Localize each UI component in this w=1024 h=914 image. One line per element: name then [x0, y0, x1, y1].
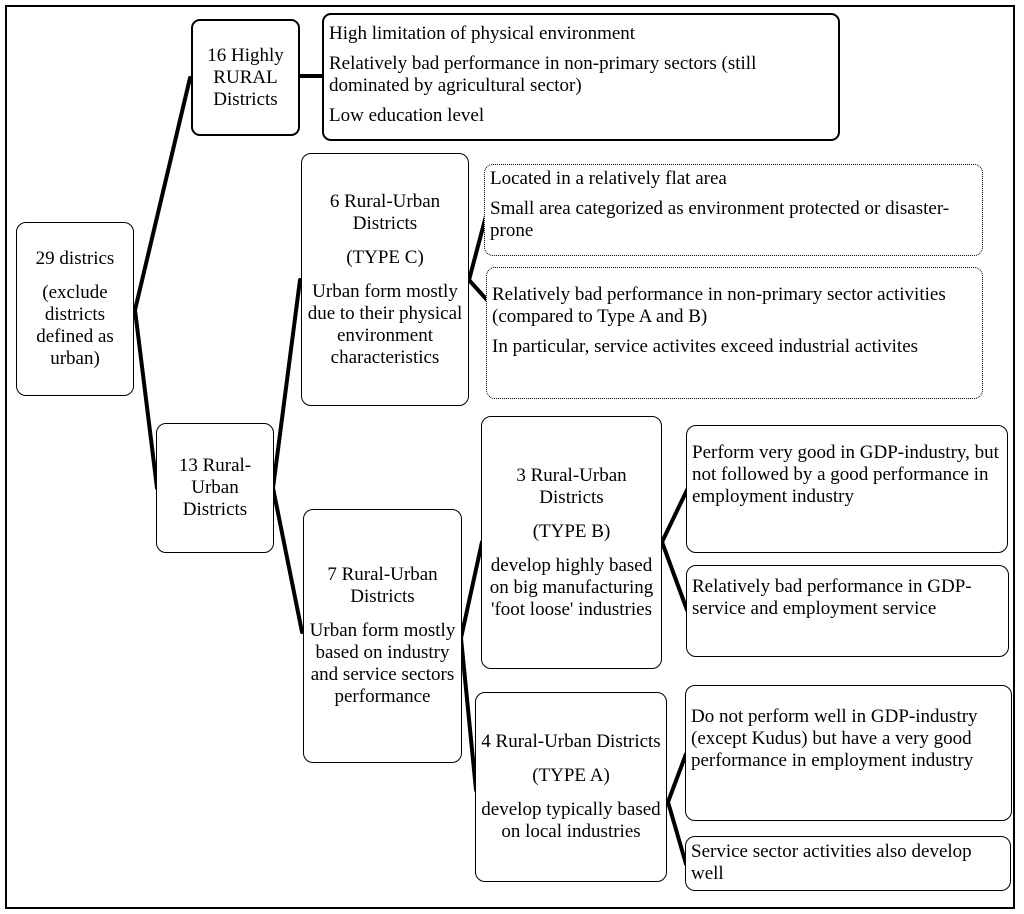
type-a-detail-box-2: Service sector activities also develop w…: [685, 836, 1011, 891]
type-c-detail-box-1: Located in a relatively flat area Small …: [484, 164, 983, 256]
type-c-title: 6 Rural-Urban Districts: [329, 190, 441, 234]
type-b-node: 3 Rural-Urban Districts (TYPE B) develop…: [481, 416, 662, 669]
rural-feature-1: High limitation of physical environment: [329, 23, 636, 44]
rural-feature-2: Relatively bad performance in non-primar…: [329, 53, 757, 96]
type-b-title: 3 Rural-Urban Districts: [516, 464, 627, 508]
connector-typea-box2: [666, 800, 688, 866]
type-c-detail-2b: In particular, service activites exceed …: [492, 336, 919, 357]
connector-typeb-box2: [660, 540, 689, 612]
type-a-type: (TYPE A): [532, 765, 610, 786]
rural-features-box: High limitation of physical environment …: [322, 13, 840, 141]
type-b-desc: develop highly based on big manufacturin…: [489, 554, 654, 620]
connector-typea-box1: [666, 752, 688, 804]
connector-ru-typec: [271, 278, 302, 490]
connector-g7-typea: [459, 636, 478, 792]
type-b-detail-box-2: Relatively bad performance in GDP-servic…: [686, 565, 1009, 657]
rural-node: 16 Highly RURAL Districts: [191, 19, 300, 136]
connector-root-ruralurban: [133, 308, 159, 490]
connector-typec-box2: [467, 278, 489, 302]
type-a-node: 4 Rural-Urban Districts (TYPE A) develop…: [475, 692, 667, 882]
rural-urban-title: 13 Rural-Urban Districts: [178, 455, 252, 520]
type-c-detail-1b: Small area categorized as environment pr…: [490, 198, 950, 241]
type-b-detail-1: Perform very good in GDP-industry, but n…: [692, 442, 999, 507]
type-c-detail-2a: Relatively bad performance in non-primar…: [492, 284, 946, 327]
connector-ru-group7: [271, 486, 304, 634]
root-note: (exclude districts defined as urban): [36, 282, 114, 369]
group-7-desc: Urban form mostly based on industry and …: [309, 620, 456, 707]
type-b-detail-2: Relatively bad performance in GDP-servic…: [692, 576, 972, 619]
group-7-title: 7 Rural-Urban Districts: [327, 564, 438, 607]
type-c-desc: Urban form mostly due to their physical …: [307, 280, 463, 368]
group-7-node: 7 Rural-Urban Districts Urban form mostl…: [303, 509, 462, 763]
root-title: 29 districs: [35, 248, 115, 269]
diagram-frame: [5, 5, 1015, 909]
type-a-desc: develop typically based on local industr…: [481, 799, 661, 842]
type-c-detail-box-2: Relatively bad performance in non-primar…: [486, 267, 983, 399]
connector-g7-typeb: [459, 540, 484, 640]
type-b-type: (TYPE B): [532, 520, 611, 542]
type-a-title: 4 Rural-Urban Districts: [481, 731, 661, 752]
rural-title: 16 Highly RURAL Districts: [207, 44, 284, 110]
connector-typeb-box1: [660, 488, 689, 544]
type-b-detail-box-1: Perform very good in GDP-industry, but n…: [686, 425, 1008, 553]
connector-root-rural: [133, 76, 192, 312]
type-a-detail-2: Service sector activities also develop w…: [691, 841, 972, 884]
rural-urban-node: 13 Rural-Urban Districts: [156, 423, 274, 553]
type-a-detail-1: Do not perform well in GDP-industry (exc…: [691, 706, 978, 771]
type-c-node: 6 Rural-Urban Districts (TYPE C) Urban f…: [301, 153, 469, 406]
type-a-detail-box-1: Do not perform well in GDP-industry (exc…: [685, 685, 1012, 821]
rural-feature-3: Low education level: [329, 105, 485, 126]
root-node: 29 districs (exclude districts defined a…: [16, 222, 134, 396]
type-c-type: (TYPE C): [346, 246, 424, 268]
type-c-detail-1a: Located in a relatively flat area: [490, 168, 727, 189]
